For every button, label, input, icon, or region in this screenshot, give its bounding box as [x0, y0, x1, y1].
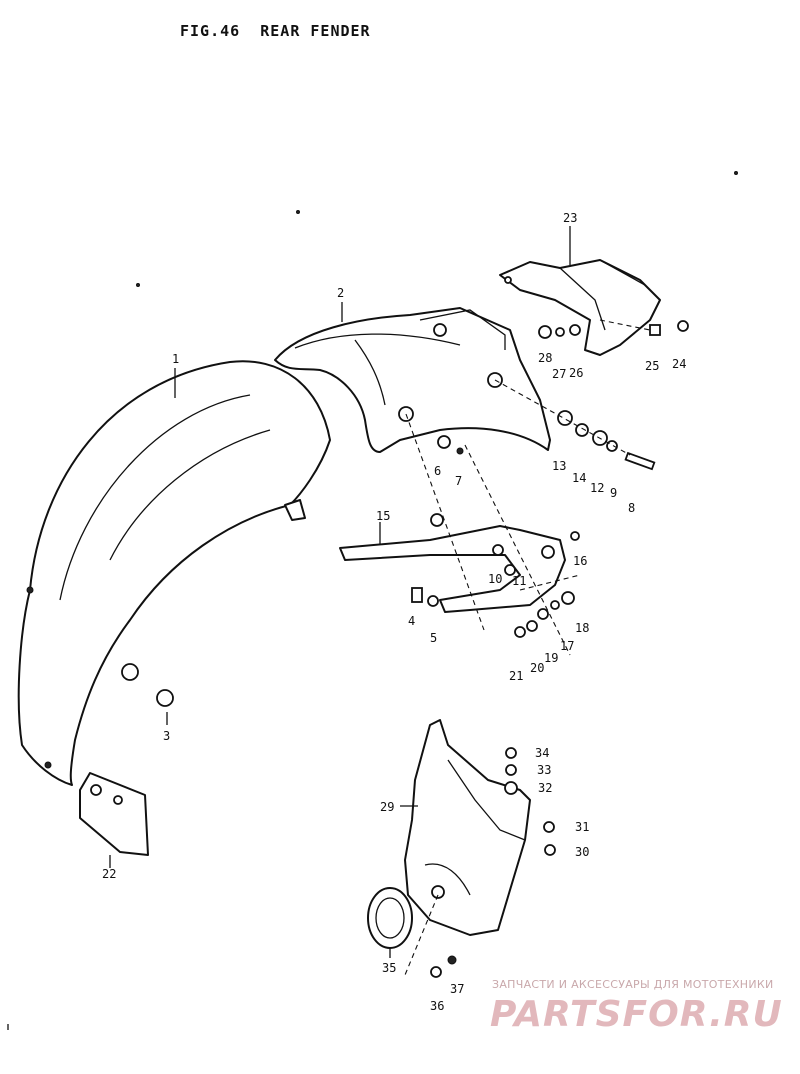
callout-16: 16 [573, 554, 587, 568]
watermark-brand-logo: PARTSFOR.RU [490, 994, 783, 1035]
callout-4: 4 [408, 614, 415, 628]
callout-21: 21 [509, 669, 523, 683]
callout-15: 15 [376, 509, 390, 523]
callout-34: 34 [535, 746, 549, 760]
callout-28: 28 [538, 351, 552, 365]
part-22-license-plate[interactable] [79, 772, 149, 856]
callout-13: 13 [552, 459, 566, 473]
callout-11: 11 [512, 574, 526, 588]
callout-8: 8 [628, 501, 635, 515]
callout-29: 29 [380, 800, 394, 814]
callout-labels: 1 2 3 4 5 6 7 8 9 10 11 12 13 14 15 16 1… [102, 211, 686, 1013]
callout-22: 22 [102, 867, 116, 881]
callout-31: 31 [575, 820, 589, 834]
callout-37: 37 [450, 982, 464, 996]
callout-6: 6 [434, 464, 441, 478]
callout-23: 23 [563, 211, 577, 225]
callout-35: 35 [382, 961, 396, 975]
callout-1: 1 [172, 352, 179, 366]
callout-24: 24 [672, 357, 686, 371]
callout-33: 33 [537, 763, 551, 777]
stray-marks [7, 171, 738, 1030]
part-35-reflector[interactable] [367, 887, 413, 949]
callout-36: 36 [430, 999, 444, 1013]
callout-26: 26 [569, 366, 583, 380]
callout-3: 3 [163, 729, 170, 743]
callout-27: 27 [552, 367, 566, 381]
figure-title: FIG.46 REAR FENDER [180, 22, 371, 40]
leader-lines [109, 226, 571, 958]
callout-10: 10 [488, 572, 502, 586]
watermark-tagline: ЗАПЧАСТИ И АКСЕССУАРЫ ДЛЯ МОТОТЕХНИКИ [492, 978, 774, 991]
callout-12: 12 [590, 481, 604, 495]
callout-7: 7 [455, 474, 462, 488]
callout-20: 20 [530, 661, 544, 675]
part-29-rear-cowl[interactable] [404, 719, 531, 936]
hardware-group [156, 320, 689, 978]
callout-32: 32 [538, 781, 552, 795]
part-23-license-bracket[interactable] [499, 259, 661, 356]
part-15-bracket[interactable] [339, 513, 566, 613]
callout-5: 5 [430, 631, 437, 645]
callout-19: 19 [544, 651, 558, 665]
callout-2: 2 [337, 286, 344, 300]
callout-9: 9 [610, 486, 617, 500]
assembly-lines [404, 319, 651, 976]
callout-17: 17 [560, 639, 574, 653]
callout-14: 14 [572, 471, 586, 485]
callout-18: 18 [575, 621, 589, 635]
part-1-rear-fender[interactable] [17, 360, 331, 786]
figure-name: REAR FENDER [260, 22, 371, 40]
figure-number: FIG.46 [180, 22, 241, 40]
callout-25: 25 [645, 359, 659, 373]
callout-30: 30 [575, 845, 589, 859]
